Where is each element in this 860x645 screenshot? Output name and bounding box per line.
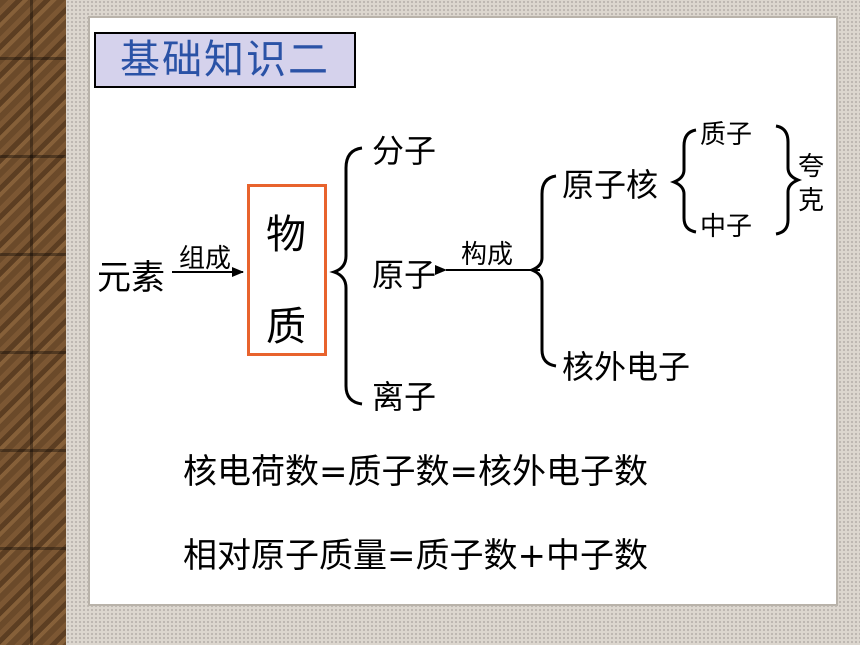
quark-brace [775, 124, 803, 236]
particle-molecule: 分子 [372, 132, 437, 170]
quark-char-2: 克 [798, 186, 825, 216]
proton-label: 质子 [700, 120, 753, 150]
element-label: 元素 [97, 258, 165, 298]
atom-brace [527, 174, 557, 368]
construct-label: 构成 [461, 240, 514, 270]
formula-relative-mass: 相对原子质量=质子数+中子数 [183, 536, 648, 576]
nucleus-label: 原子核 [562, 166, 659, 204]
substance-box [247, 184, 327, 356]
particle-ion: 离子 [372, 378, 437, 416]
nucleus-brace [669, 128, 697, 234]
wood-border [0, 0, 66, 645]
substance-char-1: 物 [266, 212, 306, 258]
particle-atom: 原子 [372, 256, 437, 294]
slide-title: 基础知识二 [94, 32, 356, 88]
electron-label: 核外电子 [562, 348, 691, 386]
content-panel [88, 16, 838, 606]
formula-nuclear-charge: 核电荷数=质子数=核外电子数 [183, 452, 648, 492]
compose-label: 组成 [179, 244, 232, 274]
neutron-label: 中子 [700, 212, 753, 242]
substance-char-2: 质 [266, 304, 306, 350]
quark-char-1: 夸 [798, 152, 825, 182]
particles-brace [329, 146, 363, 406]
